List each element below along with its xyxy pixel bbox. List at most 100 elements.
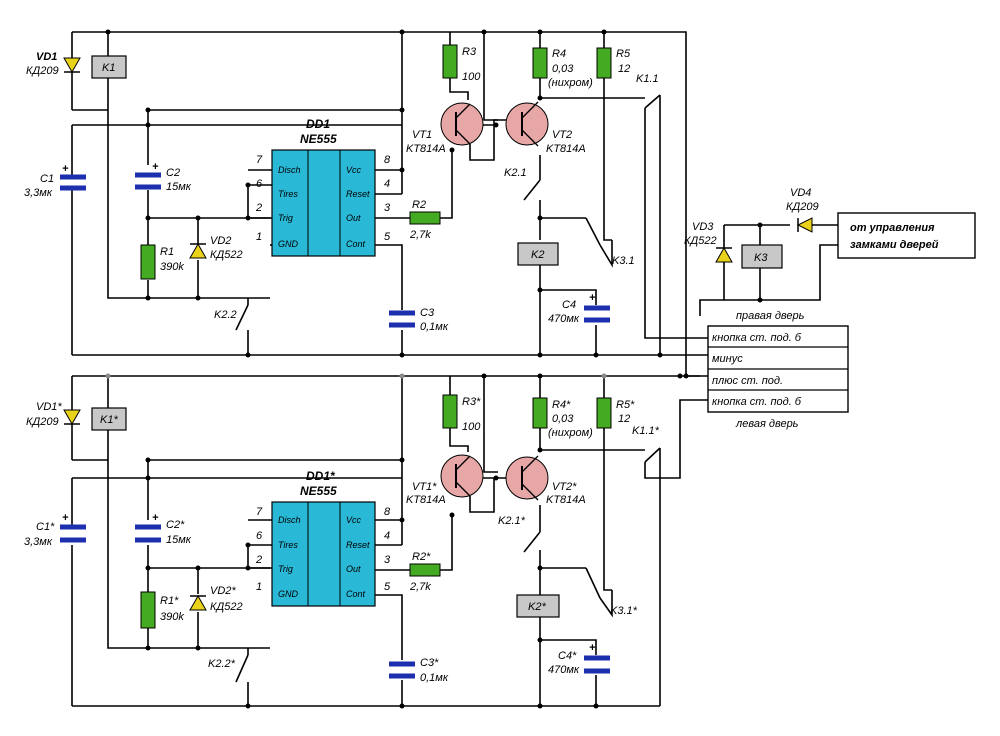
c1-label: C1	[40, 173, 54, 185]
vd2-star-type: КД522	[210, 601, 243, 613]
r4-label: R4	[552, 48, 566, 60]
r5-label: R5	[616, 48, 631, 60]
c2-label: C2	[166, 167, 180, 179]
pin-num: 6	[256, 530, 263, 542]
vd1-star-label: VD1*	[36, 401, 62, 413]
vd1-label: VD1	[36, 51, 57, 63]
c1-star-label: C1*	[36, 521, 55, 533]
k11-label: K1.1	[636, 73, 659, 85]
diode-vd2	[189, 242, 207, 259]
pin-num: 5	[384, 581, 391, 593]
diode-vd3	[715, 246, 733, 263]
ic-dd1	[271, 149, 376, 257]
pin-num: 3	[384, 554, 391, 566]
vd2-label: VD2	[210, 235, 231, 247]
k31-star-label: K3.1*	[610, 605, 638, 617]
relay-k3	[741, 244, 783, 269]
vt2-label: VT2	[552, 129, 572, 141]
dd1-label: DD1	[306, 117, 330, 131]
r1-label: R1	[160, 246, 174, 258]
resistor-r4-star	[532, 397, 548, 429]
vt2-type: KT814A	[546, 143, 586, 155]
vd3-label: VD3	[692, 221, 714, 233]
door-lock-control: K3 VD3 КД522 VD4 КД209 от управления зам…	[684, 187, 976, 316]
pin-num: 2	[255, 554, 262, 566]
top-circuit-right-door: K1 VD1 КД209 + C1 3,3мк + C2 15мк R1 390…	[24, 29, 708, 376]
diode-vd4	[796, 217, 813, 233]
resistor-r2-star	[409, 563, 441, 577]
relay-k2-star	[516, 594, 560, 618]
transistor-vt1	[440, 102, 484, 146]
pin-trig: Trig	[278, 564, 293, 574]
pin-out: Out	[346, 213, 361, 223]
r4-star-value: 0,03	[552, 413, 574, 425]
vd2-star-label: VD2*	[210, 585, 236, 597]
c2-star-value: 15мк	[166, 534, 192, 546]
k21-star-label: K2.1*	[498, 515, 526, 527]
resistor-r1-star	[140, 591, 156, 629]
vt1-label: VT1	[412, 129, 432, 141]
vd3-type: КД522	[684, 235, 717, 247]
relay-k1-star-label: K1*	[100, 414, 118, 426]
k22-label: K2.2	[214, 309, 237, 321]
r1-star-value: 390k	[160, 611, 184, 623]
relay-k1-star	[91, 407, 127, 431]
vt1-star-type: KT814A	[406, 494, 446, 506]
vd1-star-type: КД209	[26, 416, 59, 428]
r5-star-label: R5*	[616, 399, 635, 411]
r2-label: R2	[412, 199, 426, 211]
c1-star-value: 3,3мк	[24, 536, 53, 548]
pin-num: 6	[256, 178, 263, 190]
pin-vcc: Vcc	[346, 515, 362, 525]
pin-reset: Reset	[346, 189, 370, 199]
pin-num: 1	[256, 581, 262, 593]
vd4-type: КД209	[786, 201, 819, 213]
resistor-r3-star	[442, 394, 458, 429]
r3-label: R3	[462, 46, 477, 58]
relay-k2	[517, 242, 559, 266]
vt2-star-type: KT814A	[546, 494, 586, 506]
relay-k1	[91, 55, 127, 79]
svg-text:+: +	[62, 163, 69, 175]
k2-label: K2	[531, 249, 544, 261]
pin-num: 7	[256, 506, 263, 518]
r2-value: 2,7k	[409, 229, 431, 241]
c3-value: 0,1мк	[420, 321, 449, 333]
terminal-row: кнопка ст. под. б	[712, 396, 802, 408]
pin-tires: Tires	[278, 189, 298, 199]
dd1-type: NE555	[300, 132, 337, 146]
resistor-r2	[409, 211, 441, 225]
diode-vd2-star	[189, 594, 207, 611]
transistor-vt2-star	[505, 456, 549, 500]
diode-vd1	[63, 57, 81, 74]
r4-star-note: (нихром)	[548, 427, 593, 439]
ic-dd1-star	[271, 501, 376, 607]
r1-value: 390k	[160, 261, 184, 273]
k11-star-label: K1.1*	[632, 425, 660, 437]
pin-out: Out	[346, 564, 361, 574]
left-door-label: левая дверь	[735, 418, 799, 430]
r1-star-label: R1*	[160, 595, 179, 607]
dd1-star-type: NE555	[300, 484, 337, 498]
transistor-vt2	[505, 102, 549, 146]
r4-note: (нихром)	[548, 77, 593, 89]
pin-num: 3	[384, 202, 391, 214]
svg-text:+: +	[62, 512, 69, 524]
r4-star-label: R4*	[552, 399, 571, 411]
bottom-circuit-left-door: K1* VD1* КД209 + C1* 3,3мк + C2* 15мк R1…	[24, 373, 708, 709]
k21-label: K2.1	[504, 167, 527, 179]
c3-label: C3	[420, 307, 435, 319]
c3-star-label: C3*	[420, 657, 439, 669]
resistor-r4	[532, 47, 548, 79]
pin-trig: Trig	[278, 213, 293, 223]
r3-star-value: 100	[462, 421, 481, 433]
c1-value: 3,3мк	[24, 187, 53, 199]
resistor-r5	[596, 47, 612, 79]
pin-gnd: GND	[278, 589, 299, 599]
pin-num: 8	[384, 506, 391, 518]
pin-gnd: GND	[278, 239, 299, 249]
k2-star-label: K2*	[528, 601, 546, 613]
terminal-row: плюс ст. под.	[712, 375, 783, 387]
r5-value: 12	[618, 63, 630, 75]
right-door-label: правая дверь	[736, 310, 805, 322]
